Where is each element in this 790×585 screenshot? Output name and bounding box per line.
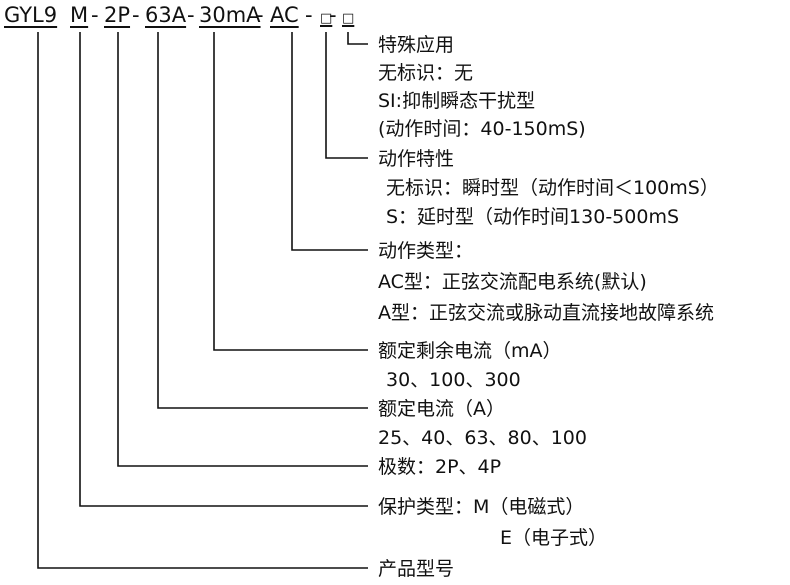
connector-rated-current	[157, 32, 368, 409]
connector-product-model	[37, 32, 368, 569]
label-poles: 极数：2P、4P	[378, 456, 502, 478]
connector-special-application	[347, 32, 368, 45]
label-action-type: 动作类型：	[378, 240, 474, 262]
connector-action-type	[291, 32, 368, 251]
action-characteristic-line: S：延时型（动作时间130-500mS	[386, 206, 680, 228]
code-special-application: □	[342, 11, 355, 26]
code-poles: 2P	[104, 3, 131, 27]
label-rated-current: 额定电流（A）	[378, 398, 505, 420]
code-action-characteristic: □	[320, 11, 333, 26]
code-separator: -	[132, 3, 140, 27]
label-protection-type: 保护类型：M（电磁式）	[378, 496, 585, 518]
protection-type-line: E（电子式）	[500, 527, 608, 549]
special-application-line: 无标识：无	[378, 62, 474, 84]
code-protection-type: M	[70, 3, 89, 27]
rated-residual-current-values: 30、100、300	[386, 369, 521, 391]
code-separator: -	[256, 3, 264, 27]
special-application-line: SI:抑制瞬态干扰型	[378, 90, 536, 112]
code-separator: -	[187, 3, 195, 27]
connector-rated-residual-current	[213, 32, 368, 351]
code-series: GYL9	[4, 3, 58, 27]
connector-action-characteristic	[325, 32, 368, 159]
code-separator: -	[329, 3, 337, 27]
connector-protection-type	[79, 32, 368, 507]
special-application-line: (动作时间：40-150mS)	[378, 118, 586, 140]
code-separator: -	[91, 3, 99, 27]
label-special-application: 特殊应用	[378, 34, 455, 56]
code-rated-current: 63A	[145, 3, 187, 27]
action-type-line: A型：正弦交流或脉动直流接地故障系统	[378, 302, 714, 324]
action-characteristic-line: 无标识：瞬时型（动作时间＜100mS）	[386, 177, 719, 199]
code-residual-current: 30mA	[199, 3, 261, 27]
code-action-type: AC	[270, 3, 299, 27]
label-action-characteristic: 动作特性	[378, 148, 455, 170]
connector-poles	[117, 32, 368, 467]
label-rated-residual-current: 额定剩余电流（mA）	[378, 340, 562, 362]
action-type-line: AC型：正弦交流配电系统(默认)	[378, 271, 647, 293]
code-separator: -	[305, 3, 313, 27]
label-product-model: 产品型号	[378, 558, 455, 580]
rated-current-values: 25、40、63、80、100	[378, 427, 587, 449]
